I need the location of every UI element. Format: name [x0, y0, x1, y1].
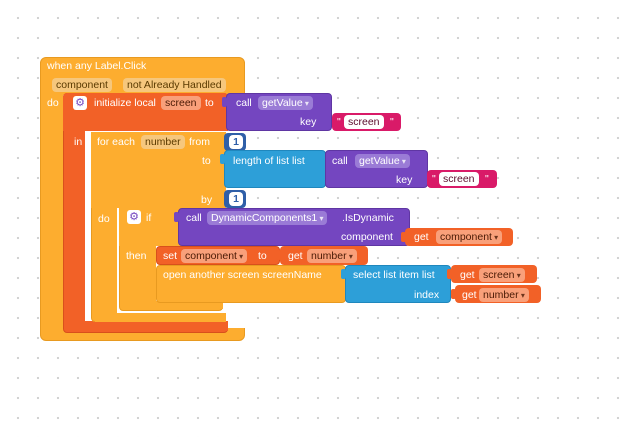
select-list-item-label: select list item list [353, 269, 435, 281]
initialize-local-bottom [67, 321, 228, 331]
number-by-value[interactable]: 1 [229, 192, 243, 206]
get-screen-var-dropdown[interactable]: screen [479, 268, 525, 282]
event-param-not-already-handled[interactable]: not Already Handled [123, 78, 226, 92]
select-list-item-block[interactable] [345, 265, 451, 303]
get-screen-notch [447, 269, 452, 279]
open-another-screen-label: open another screen screenName [163, 269, 322, 281]
for-each-from-label: from [189, 136, 210, 148]
then-label: then [126, 250, 147, 262]
is-dynamic-component-label: component [341, 231, 393, 243]
is-dynamic-call-label: call [186, 212, 202, 224]
set-to-label: to [258, 250, 267, 262]
get-component-notch [401, 232, 406, 242]
for-each-do-label: do [98, 213, 110, 225]
get-label-screen: get [460, 269, 475, 281]
call-label-1: call [236, 97, 252, 109]
get-label-number-2: get [462, 289, 477, 301]
for-each-to-label: to [202, 155, 211, 167]
initialize-local-to-label: to [205, 97, 214, 109]
is-dynamic-notch [174, 212, 179, 222]
for-each-by-label: by [201, 194, 213, 206]
key-label-2: key [396, 174, 413, 186]
for-each-bottom [95, 313, 226, 322]
for-each-var-name[interactable]: number [141, 135, 185, 149]
get-component-var-dropdown[interactable]: component [436, 230, 503, 244]
event-do-label: do [47, 97, 59, 109]
text-quote-open-1: " [337, 116, 341, 128]
select-list-item-index-label: index [414, 289, 440, 301]
length-of-list-notch [220, 154, 225, 164]
text-string-value-2[interactable]: screen [439, 172, 479, 186]
initialize-local-label: initialize local [94, 97, 156, 109]
gear-icon[interactable]: ⚙ [73, 96, 87, 110]
text-quote-close-1: " [390, 116, 394, 128]
text-quote-close-2: " [485, 173, 489, 185]
initialize-local-var-name[interactable]: screen [161, 96, 201, 110]
get-label-component: get [414, 231, 429, 243]
get-number-notch-1 [276, 250, 281, 260]
if-label: if [146, 212, 152, 224]
initialize-local-in-label: in [74, 136, 83, 148]
event-title: when any Label.Click [47, 60, 147, 72]
get-label-number-1: get [288, 250, 303, 262]
select-list-item-notch [341, 269, 346, 279]
number-from-value[interactable]: 1 [229, 135, 243, 149]
text-quote-open-2: " [432, 173, 436, 185]
dynamic-components-dropdown[interactable]: DynamicComponents1 [207, 211, 328, 225]
text-string-value-1[interactable]: screen [344, 115, 384, 129]
getvalue-method-dropdown-1[interactable]: getValue [258, 96, 313, 110]
event-param-component[interactable]: component [52, 78, 112, 92]
get-number-var-dropdown-1[interactable]: number [307, 249, 357, 263]
call-label-2: call [332, 155, 348, 167]
getvalue-method-dropdown-2[interactable]: getValue [355, 154, 410, 168]
for-each-label: for each [97, 136, 135, 148]
is-dynamic-method-label: .IsDynamic [342, 212, 394, 224]
call-getvalue-notch-1 [222, 97, 227, 107]
key-label-1: key [300, 116, 317, 128]
set-label: set [163, 250, 178, 262]
get-number-var-dropdown-2[interactable]: number [479, 288, 529, 302]
open-another-screen-block[interactable] [156, 265, 346, 303]
gear-icon[interactable]: ⚙ [127, 210, 141, 224]
get-number-notch-2 [451, 289, 456, 299]
length-of-list-label: length of list list [233, 155, 305, 167]
if-then-bottom [123, 301, 223, 309]
set-var-dropdown[interactable]: component [181, 249, 248, 263]
